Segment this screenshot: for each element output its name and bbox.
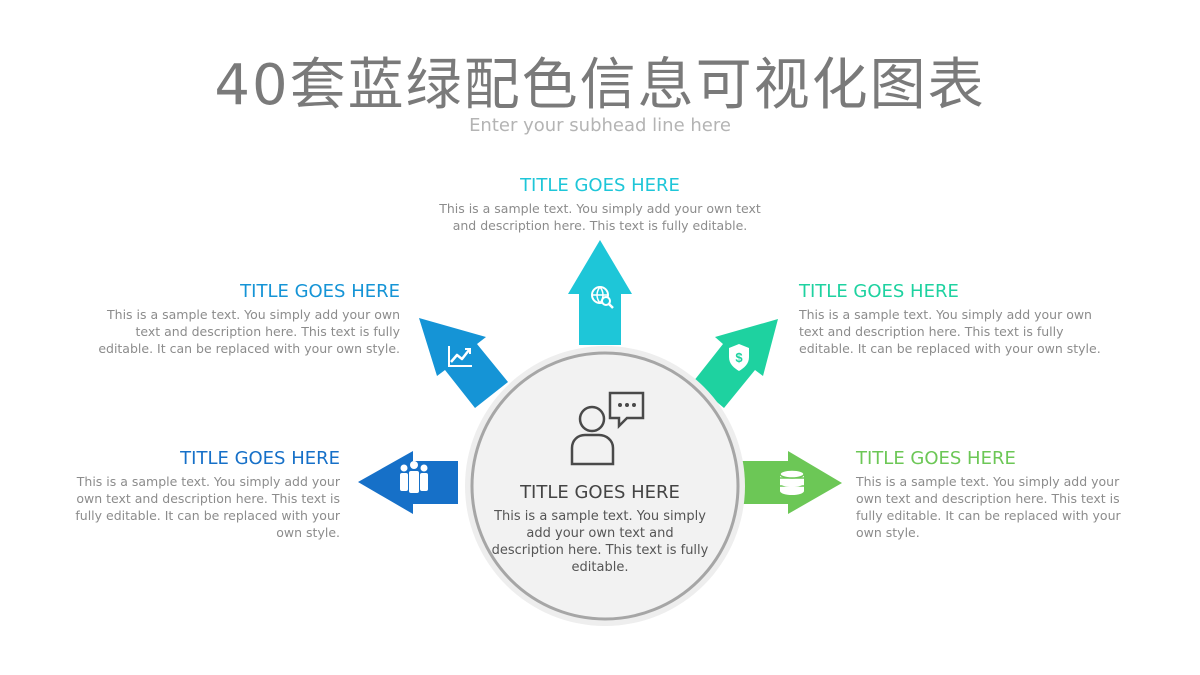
- center-circle-ring: [470, 351, 740, 621]
- arrow-right: [742, 451, 842, 514]
- chat-dots: [618, 403, 636, 407]
- arrow-up: [568, 240, 632, 345]
- item-left-body: This is a sample text. You simply add yo…: [75, 474, 340, 540]
- item-upper-left-title: TITLE GOES HERE: [240, 281, 400, 302]
- item-upper-left-body: This is a sample text. You simply add yo…: [98, 307, 400, 356]
- item-top-body: This is a sample text. You simply add yo…: [439, 201, 761, 233]
- arrow-upper-right: $: [693, 319, 778, 408]
- people-group-icon: [400, 461, 428, 493]
- item-upper-left: TITLE GOES HERE This is a sample text. Y…: [85, 281, 400, 357]
- svg-text:$: $: [735, 350, 743, 365]
- arrow-up-shape: [568, 240, 632, 345]
- person-chat-icon: [570, 391, 645, 466]
- center-body: This is a sample text. You simply add yo…: [491, 509, 709, 575]
- item-top-title: TITLE GOES HERE: [520, 175, 680, 196]
- item-upper-right-title: TITLE GOES HERE: [799, 281, 959, 302]
- center-title: TITLE GOES HERE: [520, 482, 680, 503]
- page-subhead: Enter your subhead line here: [469, 115, 731, 136]
- item-right-title: TITLE GOES HERE: [856, 448, 1016, 469]
- item-left-title: TITLE GOES HERE: [180, 448, 340, 469]
- trend-chart-icon: [448, 346, 472, 367]
- item-right: TITLE GOES HERE This is a sample text. Y…: [856, 448, 1146, 541]
- item-upper-right: TITLE GOES HERE This is a sample text. Y…: [799, 281, 1114, 357]
- item-upper-right-body: This is a sample text. You simply add yo…: [799, 307, 1101, 356]
- coin-stack-icon: [779, 469, 805, 495]
- item-left: TITLE GOES HERE This is a sample text. Y…: [55, 448, 340, 541]
- dollar-shield-icon: $: [729, 344, 749, 371]
- center-text: TITLE GOES HERE This is a sample text. Y…: [490, 482, 710, 576]
- arrow-left: [358, 451, 458, 514]
- arrow-upper-left-shape: [419, 318, 508, 408]
- item-right-body: This is a sample text. You simply add yo…: [856, 474, 1121, 540]
- globe-search-icon: [591, 286, 614, 309]
- item-top: TITLE GOES HERE This is a sample text. Y…: [420, 175, 780, 234]
- arrow-upper-left: [419, 318, 508, 408]
- page-title: 40套蓝绿配色信息可视化图表: [214, 53, 986, 118]
